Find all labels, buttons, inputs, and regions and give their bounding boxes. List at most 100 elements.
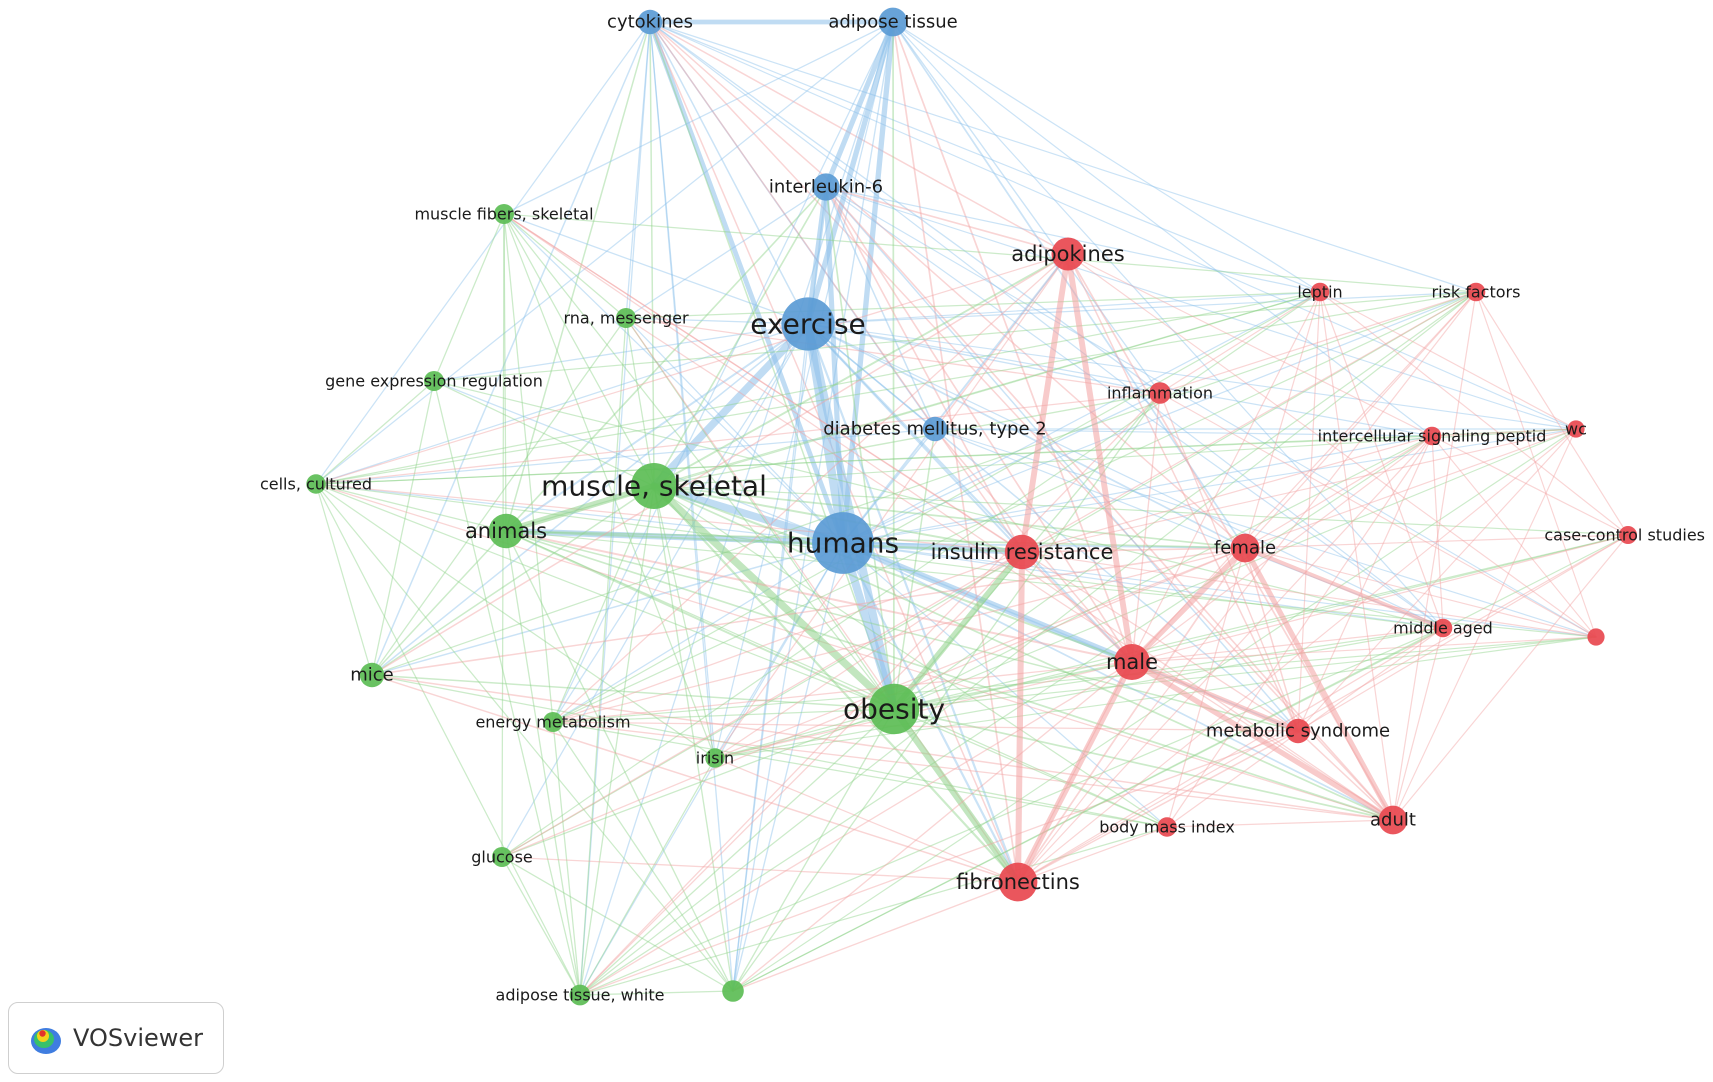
node-wc[interactable] [1567,420,1585,438]
label-risk-factors[interactable]: risk factors [1432,283,1521,302]
link-adipose-white-insulin-resistance [579,551,1023,996]
label-case-control[interactable]: case-control studies [1544,526,1705,545]
node-adult[interactable] [1378,805,1408,835]
node-cytokines[interactable] [637,9,663,35]
link-exercise-fibronectins [806,322,1020,884]
node-risk-factors[interactable] [1466,282,1486,302]
link-insulin-resistance-male [1021,551,1133,663]
label-animals[interactable]: animals [465,519,547,543]
label-mice[interactable]: mice [350,665,394,686]
label-gene-expression[interactable]: gene expression regulation [325,372,543,391]
node-metabolic-syndrome[interactable] [1285,718,1311,744]
label-insulin-resistance[interactable]: insulin resistance [931,540,1114,564]
link-adipose-tissue-irisin [714,21,894,759]
node-case-control[interactable] [1619,526,1637,544]
node-insulin-resistance[interactable] [1004,534,1040,570]
node-animals[interactable] [488,513,524,549]
node-male[interactable] [1114,644,1150,680]
node-irisin[interactable] [705,748,725,768]
node-fibronectins[interactable] [998,862,1038,902]
label-obesity[interactable]: obesity [843,693,945,726]
label-cytokines[interactable]: cytokines [607,12,693,33]
node-female[interactable] [1230,533,1260,563]
link-gene-expression-mice [371,380,435,676]
link-muscle-skeletal-leptin [653,291,1321,487]
link-muscle-fibers-rna-messenger [503,213,627,319]
label-muscle-fibers[interactable]: muscle fibers, skeletal [414,205,593,224]
node-red-dot[interactable] [1587,628,1605,646]
node-muscle-fibers[interactable] [494,204,514,224]
node-green-dot[interactable] [722,980,744,1002]
label-irisin[interactable]: irisin [696,749,734,768]
node-diabetes[interactable] [922,416,948,442]
link-gene-expression-cells-cultured [315,380,435,485]
node-intercellular[interactable] [1422,426,1442,446]
node-obesity[interactable] [868,683,920,735]
label-humans[interactable]: humans [787,527,899,560]
node-energy-metabolism[interactable] [543,712,563,732]
label-male[interactable]: male [1106,650,1158,674]
link-intercellular-male [1131,435,1433,663]
link-female-body-mass-index [1166,547,1246,828]
label-adipokines[interactable]: adipokines [1011,242,1124,266]
label-adult[interactable]: adult [1370,810,1416,831]
label-exercise[interactable]: exercise [750,308,866,341]
label-wc[interactable]: wc [1565,420,1587,439]
link-exercise-animals [505,323,809,532]
node-rna-messenger[interactable] [616,308,636,328]
link-exercise-gene-expression [433,323,809,382]
link-humans-adipokines [842,253,1069,544]
link-cells-cultured-adipokines [315,253,1069,485]
link-leptin-wc [1319,291,1577,430]
link-interleukin-6-obesity [825,186,895,710]
label-female[interactable]: female [1214,538,1276,559]
link-adipokines-red-dot [1067,253,1597,638]
node-humans[interactable] [812,512,874,574]
node-exercise[interactable] [781,297,835,351]
node-body-mass-index[interactable] [1157,817,1177,837]
label-glucose[interactable]: glucose [471,848,533,867]
label-diabetes[interactable]: diabetes mellitus, type 2 [823,419,1046,440]
links-layer [315,19,1629,996]
link-female-middle-aged [1242,545,1446,631]
label-leptin[interactable]: leptin [1297,283,1342,302]
link-mice-female [371,547,1246,676]
link-mice-fibronectins [371,674,1019,883]
node-inflammation[interactable] [1149,382,1171,404]
nodes-layer [306,7,1637,1006]
label-metabolic-syndrome[interactable]: metabolic syndrome [1206,721,1390,742]
node-interleukin-6[interactable] [812,173,840,201]
label-interleukin-6[interactable]: interleukin-6 [769,177,883,198]
label-inflammation[interactable]: inflammation [1107,384,1213,403]
node-adipose-white[interactable] [569,984,591,1006]
node-leptin[interactable] [1310,282,1330,302]
link-irisin-adipokines [714,253,1069,759]
label-middle-aged[interactable]: middle aged [1393,619,1493,638]
link-cells-cultured-middle-aged [315,483,1444,629]
label-cells-cultured[interactable]: cells, cultured [260,475,372,494]
label-adipose-tissue[interactable]: adipose tissue [828,12,957,33]
label-muscle-skeletal[interactable]: muscle, skeletal [541,470,767,503]
link-rna-messenger-inflammation [625,317,1161,394]
label-rna-messenger[interactable]: rna, messenger [563,309,689,328]
label-energy-metabolism[interactable]: energy metabolism [475,713,630,732]
node-adipose-tissue[interactable] [878,7,908,37]
link-muscle-fibers-risk-factors [503,213,1477,293]
link-cytokines-animals [505,21,651,532]
node-gene-expression[interactable] [424,371,444,391]
link-cells-cultured-intercellular [315,435,1433,485]
label-fibronectins[interactable]: fibronectins [956,870,1080,894]
link-cells-cultured-animals [315,483,507,532]
node-adipokines[interactable] [1051,237,1085,271]
label-body-mass-index[interactable]: body mass index [1099,818,1235,837]
node-mice[interactable] [359,662,385,688]
node-glucose[interactable] [492,847,512,867]
node-muscle-skeletal[interactable] [631,463,677,509]
link-animals-metabolic-syndrome [505,530,1299,732]
node-middle-aged[interactable] [1433,618,1453,638]
label-intercellular[interactable]: intercellular signaling peptid [1318,427,1547,446]
node-cells-cultured[interactable] [306,474,326,494]
link-green-dot-case-control [732,534,1629,992]
label-adipose-white[interactable]: adipose tissue, white [496,986,665,1005]
